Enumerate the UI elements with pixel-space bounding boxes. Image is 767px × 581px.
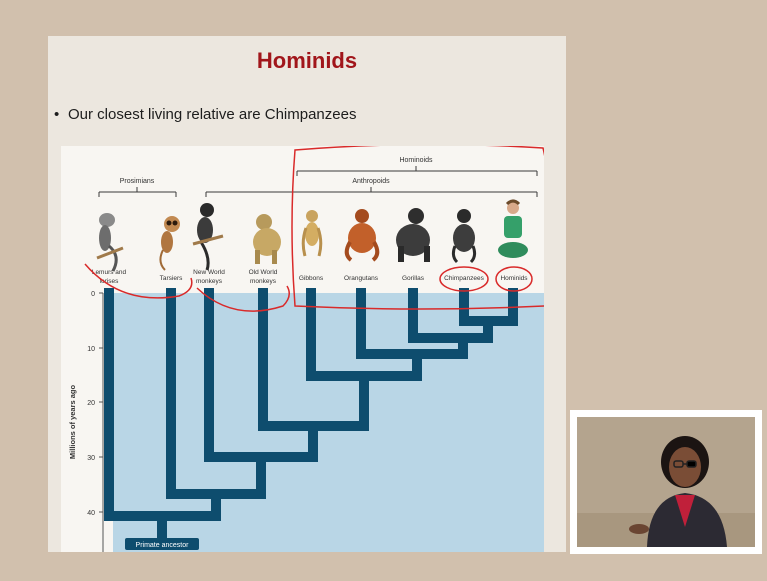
axis-tick-40: 40 (87, 510, 95, 517)
slide-title: Hominids (48, 48, 566, 74)
bullet-text: Our closest living relative are Chimpanz… (68, 106, 356, 123)
new-world-monkey-icon (193, 203, 223, 270)
phylogeny-svg: Hominoids Anthropoids Prosimians (61, 146, 544, 552)
axis-tick-0: 0 (91, 291, 95, 298)
taxon-label-new-world-2: monkeys (196, 278, 223, 285)
anthropoids-bracket (206, 187, 537, 197)
root-label: Primate ancestor (136, 542, 190, 549)
taxon-label-hominids: Hominids (500, 275, 528, 282)
time-axis: 0 10 20 30 40 Millions of years ago (68, 291, 103, 552)
anthropoids-label: Anthropoids (352, 178, 390, 185)
taxon-label-old-world-1: Old World (249, 269, 278, 276)
presenter-face (669, 447, 701, 487)
orangutan-icon (347, 209, 378, 260)
prosimians-label: Prosimians (120, 178, 155, 185)
axis-tick-20: 20 (87, 400, 95, 407)
lemur-icon (97, 213, 123, 271)
hominid-icon (498, 201, 528, 258)
presenter-illustration (577, 417, 755, 547)
taxon-label-orangutans: Orangutans (344, 275, 379, 282)
axis-tick-10: 10 (87, 346, 95, 353)
taxon-label-lemurs-2: lorises (100, 278, 120, 285)
prosimians-bracket (99, 187, 176, 197)
taxon-label-gibbons: Gibbons (299, 275, 324, 282)
presenter-video (577, 417, 755, 547)
bullet-point: •Our closest living relative are Chimpan… (54, 106, 356, 123)
taxon-label-lemurs-1: Lemurs and (92, 269, 127, 276)
gibbon-icon (303, 210, 321, 256)
presenter-hand (629, 524, 649, 534)
chimpanzee-icon (453, 209, 475, 262)
presenter-video-frame (570, 410, 762, 554)
axis-label: Millions of years ago (68, 384, 77, 459)
taxon-label-gorillas: Gorillas (402, 275, 425, 282)
phylogeny-diagram: Hominoids Anthropoids Prosimians (61, 146, 544, 552)
taxon-label-chimpanzees: Chimpanzees (444, 275, 484, 282)
slide: Hominids •Our closest living relative ar… (48, 36, 566, 552)
taxon-label-old-world-2: monkeys (250, 278, 277, 285)
gorilla-icon (396, 208, 430, 262)
old-world-monkey-icon (253, 214, 281, 264)
hominoids-label: Hominoids (399, 157, 433, 164)
taxon-label-tarsiers: Tarsiers (160, 275, 184, 282)
bullet-symbol: • (54, 106, 68, 123)
axis-tick-30: 30 (87, 455, 95, 462)
tarsier-icon (160, 216, 180, 270)
group-brackets (99, 166, 537, 197)
taxon-label-new-world-1: New World (193, 269, 225, 276)
hominoids-bracket (297, 166, 537, 176)
